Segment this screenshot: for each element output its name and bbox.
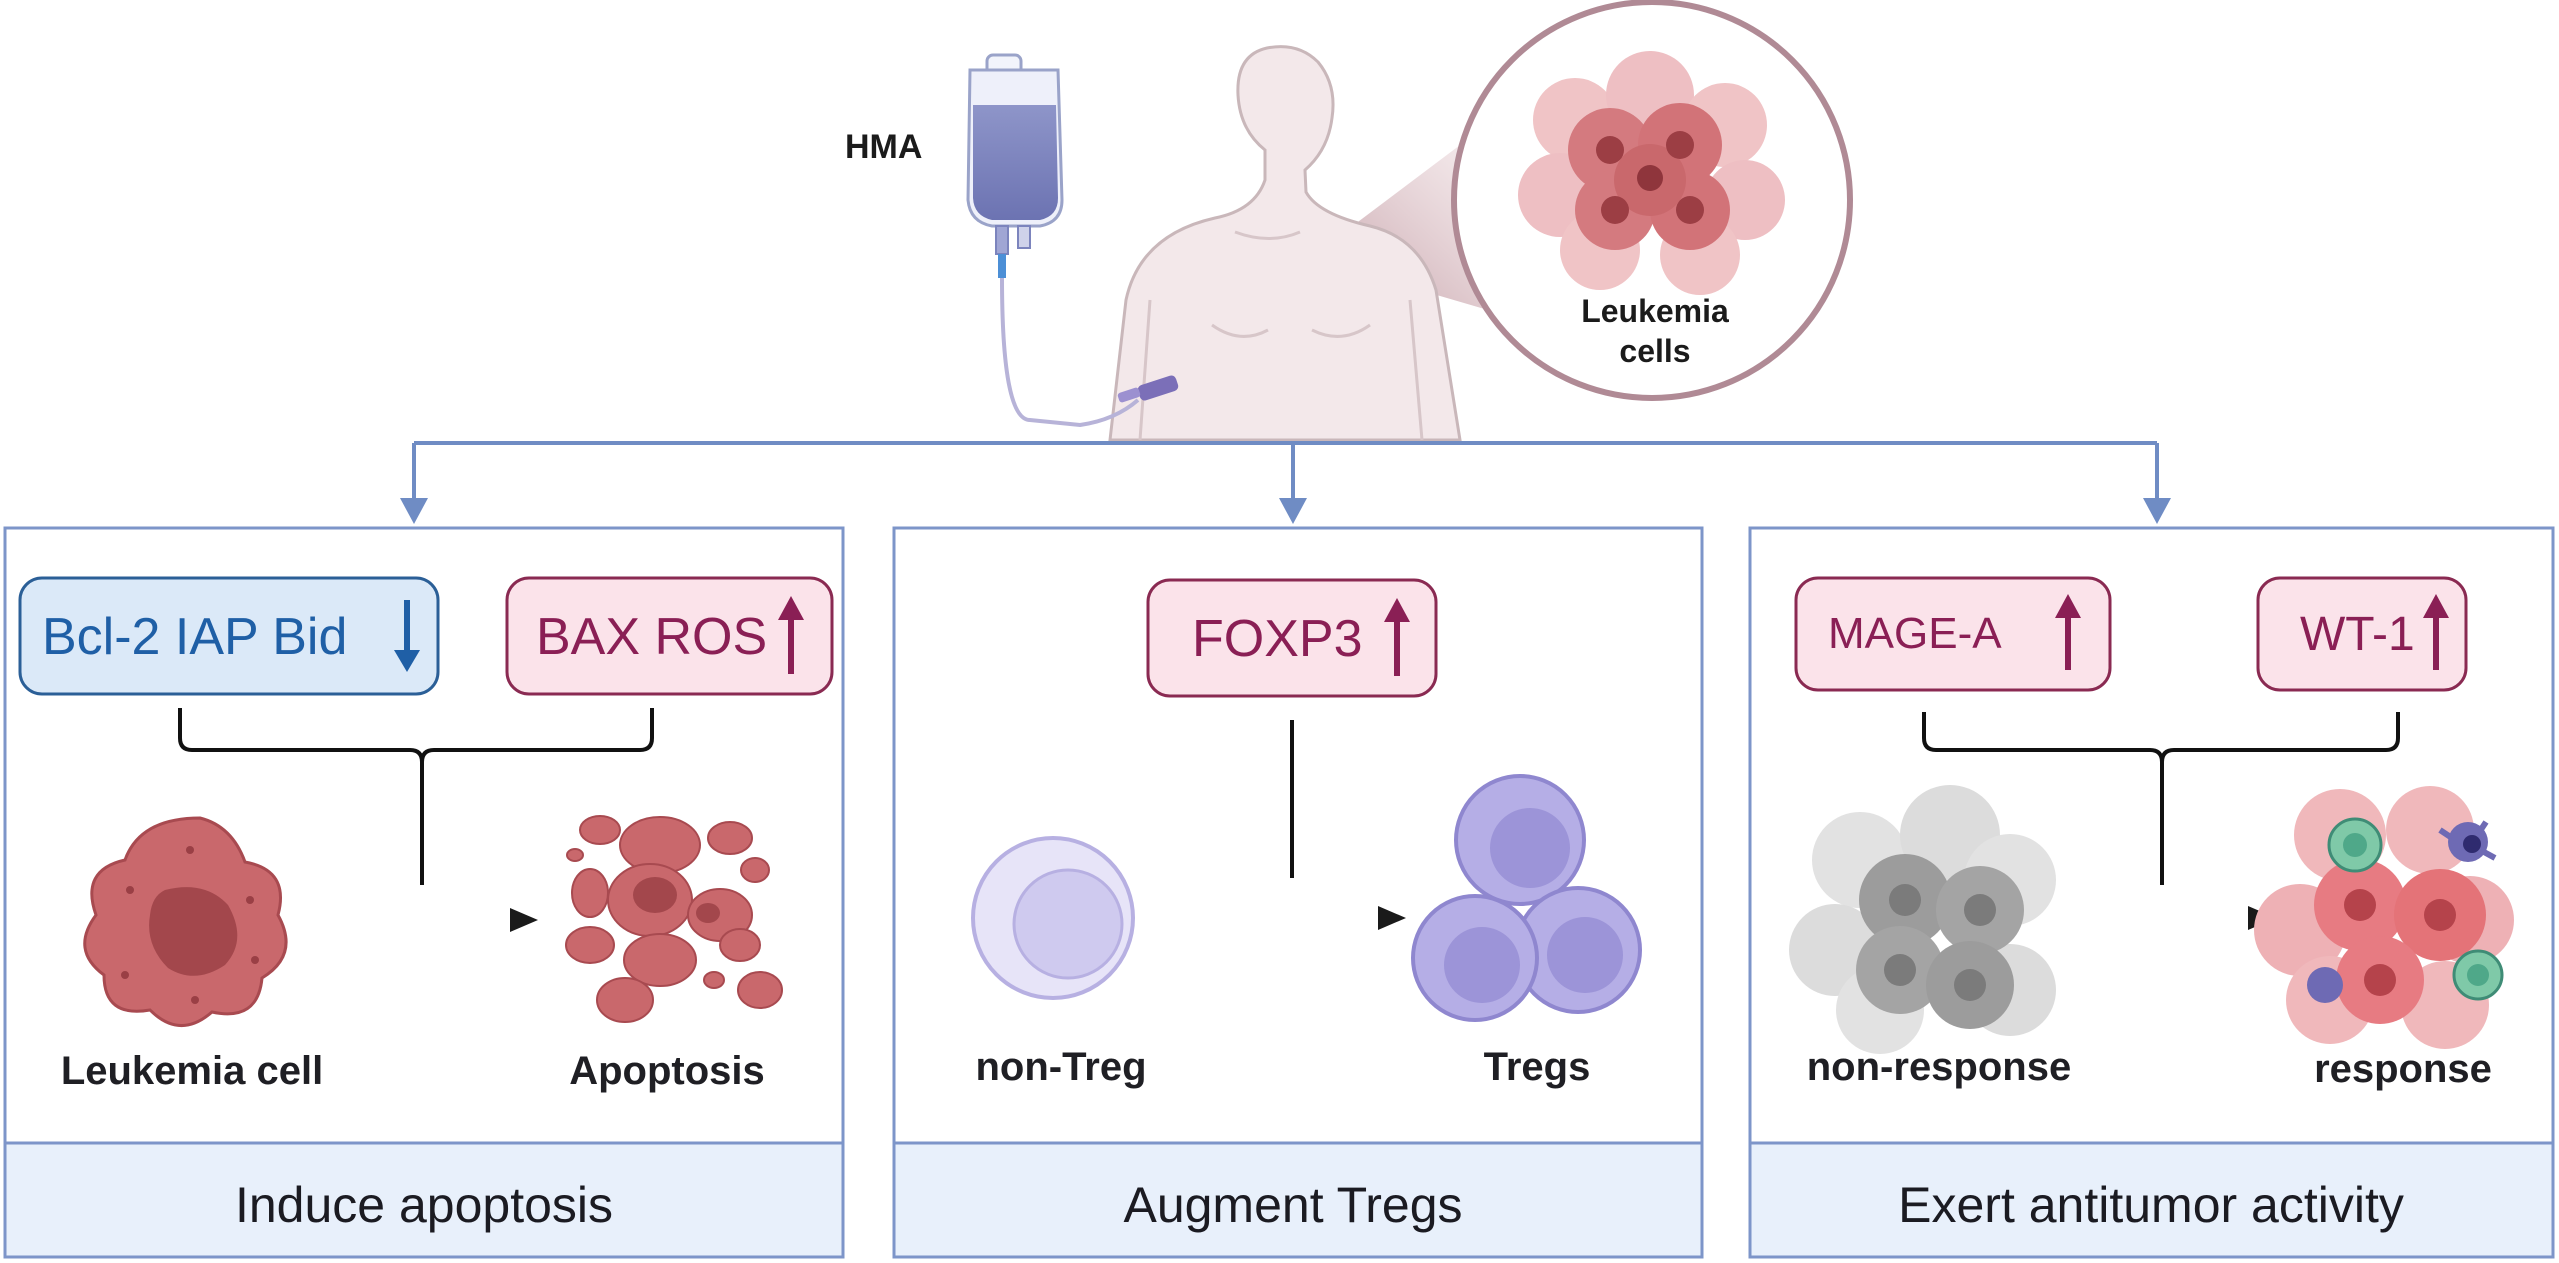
zoom-circle: Leukemia cells (1451, 0, 1853, 401)
panel-exert-antitumor-activity: Exert antitumor activity MAGE-A WT-1 (1748, 526, 2555, 1259)
apoptosis-icon (565, 815, 783, 1023)
down-markers-text: Bcl-2 IAP Bid (42, 608, 347, 666)
marker-chip-up: FOXP3 (1146, 578, 1438, 698)
panel-2-right-label: Tregs (1484, 1045, 1591, 1089)
panel-1-left-label: Leukemia cell (61, 1049, 323, 1093)
panel-3-footer: Exert antitumor activity (1898, 1177, 2404, 1233)
bracket (1922, 712, 2400, 885)
panel-2-left-label: non-Treg (975, 1045, 1146, 1089)
human-torso-icon (1108, 45, 1462, 442)
panel-1-right-label: Apoptosis (569, 1049, 765, 1093)
iv-catheter-icon (1117, 375, 1179, 403)
treg-cluster-icon (1411, 774, 1642, 1022)
arrow-down-icon (394, 600, 420, 672)
up-markers-text-1: MAGE-A (1828, 609, 2002, 658)
marker-chip-down: Bcl-2 IAP Bid (18, 576, 440, 696)
up-markers-text: FOXP3 (1192, 610, 1363, 668)
marker-chip-up: BAX ROS (505, 576, 834, 696)
zoom-label-line1: Leukemia (1581, 293, 1729, 329)
branch-connector (412, 441, 2159, 502)
transition-arrow-1 (300, 908, 538, 932)
up-markers-text: BAX ROS (536, 608, 767, 666)
marker-chip-up-1: MAGE-A (1794, 576, 2112, 692)
panel-1-footer: Induce apoptosis (235, 1177, 613, 1233)
panel-induce-apoptosis: Induce apoptosis Bcl-2 IAP Bid BAX ROS (3, 526, 845, 1259)
arrow-to-panel-1 (400, 498, 428, 524)
panel-3-left-label: non-response (1807, 1045, 2071, 1089)
zoom-label-line2: cells (1619, 333, 1690, 369)
arrow-up-icon (2055, 594, 2081, 670)
marker-chip-up-2: WT-1 (2256, 576, 2468, 692)
panel-2-footer: Augment Tregs (1123, 1177, 1462, 1233)
arrow-to-panel-2 (1279, 498, 1307, 524)
t-cell-icon (2327, 817, 2504, 1001)
dendritic-cell-icon (2307, 820, 2497, 1003)
arrow-up-icon (2423, 594, 2449, 670)
leukemia-cluster-icon (1518, 51, 1785, 295)
transition-arrow-2 (1165, 906, 1406, 930)
immune-response-icon (2254, 786, 2514, 1049)
arrow-up-icon (778, 596, 804, 674)
up-markers-text-2: WT-1 (2300, 608, 2415, 661)
lymphocyte-icon (971, 836, 1135, 1000)
gray-cell-cluster-icon (1789, 785, 2056, 1054)
arrow-to-panel-3 (2143, 498, 2171, 524)
panel-3-right-label: response (2314, 1047, 2492, 1091)
iv-bag-icon (966, 53, 1179, 428)
panel-augment-tregs: Augment Tregs FOXP3 non-Treg (892, 526, 1704, 1259)
bracket (178, 708, 654, 885)
arrow-up-icon (1384, 598, 1410, 676)
drug-label: HMA (845, 128, 922, 166)
branch-arrowheads (400, 498, 2171, 524)
leukemia-cell-icon (83, 816, 288, 1027)
